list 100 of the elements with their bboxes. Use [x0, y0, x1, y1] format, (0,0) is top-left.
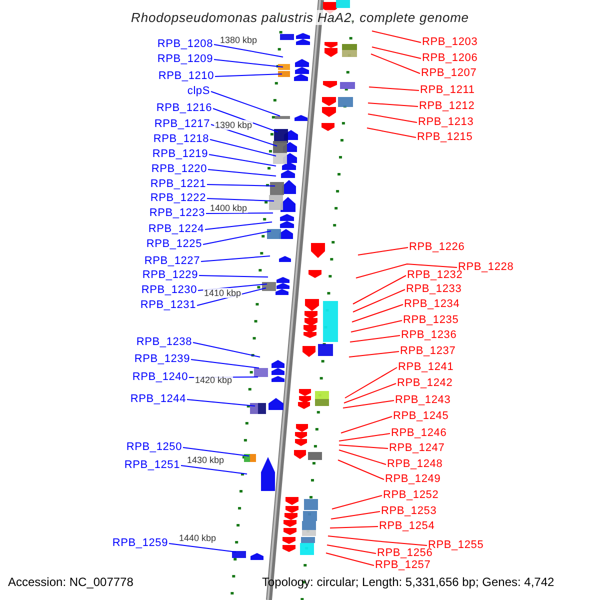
- leader-line: [206, 184, 276, 186]
- gene-label: RPB_1212: [419, 100, 475, 113]
- position-marker-label: 1440 kbp: [178, 533, 218, 543]
- gene-label: RPB_1251: [124, 459, 180, 472]
- gene-label: RPB_1215: [417, 131, 473, 144]
- gene-label: RPB_1211: [420, 84, 475, 97]
- leader-line: [182, 447, 250, 456]
- leader-line: [330, 511, 380, 520]
- leader-line: [338, 444, 388, 449]
- leader-line: [372, 46, 422, 59]
- footer-text: Accession: NC_007778: [8, 575, 134, 589]
- leader-line: [338, 460, 384, 480]
- gene-label: RPB_1229: [142, 269, 198, 282]
- gene-label: RPB_1230: [141, 284, 197, 297]
- gene-label: RPB_1249: [385, 473, 441, 486]
- gene-label: RPB_1225: [146, 238, 202, 251]
- gene-label: RPB_1216: [156, 102, 212, 115]
- position-marker-label: 1390 kbp: [214, 120, 254, 130]
- leader-line: [358, 247, 408, 256]
- leader-line: [190, 359, 260, 368]
- leader-line: [210, 91, 280, 116]
- leader-line: [326, 544, 376, 554]
- leader-line: [348, 351, 400, 358]
- gene-label: RPB_1235: [403, 314, 459, 327]
- gene-label: RPB_1219: [152, 148, 208, 161]
- leader-line: [202, 230, 272, 245]
- gene-label: RPB_1254: [379, 520, 435, 533]
- leader-line: [210, 139, 276, 156]
- leader-line: [198, 275, 268, 278]
- leader-line: [342, 400, 394, 408]
- gene-label: RPB_1217: [154, 118, 210, 131]
- gene-label: RPB_1244: [130, 393, 186, 406]
- leader-line: [214, 74, 282, 77]
- gene-label: RPB_1237: [400, 345, 456, 358]
- position-marker-label: 1410 kbp: [203, 288, 242, 298]
- leader-line: [330, 526, 378, 528]
- gene-label: RPB_1226: [409, 241, 465, 254]
- leader-line: [344, 383, 396, 404]
- leader-line: [186, 399, 256, 406]
- leader-line: [352, 289, 406, 312]
- gene-label: RPB_1240: [132, 371, 188, 384]
- leader-line: [338, 450, 386, 465]
- gene-label: RPB_1222: [150, 192, 206, 205]
- gene-label: RPB_1256: [377, 547, 433, 560]
- gene-label: RPB_1241: [398, 361, 454, 374]
- position-marker-label: 1430 kbp: [186, 455, 226, 465]
- leader-line: [352, 275, 406, 304]
- gene-label: RPB_1220: [151, 163, 207, 176]
- gene-label: RPB_1236: [401, 329, 457, 342]
- leader-line: [352, 304, 404, 322]
- gene-label: RPB_1242: [397, 377, 453, 390]
- leader-line: [368, 114, 418, 123]
- leader-line: [200, 256, 270, 262]
- leader-line: [370, 54, 420, 74]
- leader-line: [208, 169, 276, 176]
- leader-line: [340, 416, 392, 434]
- gene-label: RPB_1246: [391, 427, 447, 440]
- leader-line: [350, 320, 402, 332]
- leader-line: [350, 335, 400, 342]
- leader-line: [326, 552, 374, 566]
- leader-line: [206, 198, 274, 202]
- position-marker-label: 1380 kbp: [219, 35, 258, 45]
- gene-label: clpS: [187, 85, 210, 98]
- leader-line: [368, 86, 420, 91]
- leader-line: [328, 536, 428, 546]
- position-marker-label: 1420 kbp: [194, 375, 234, 385]
- leader-line: [368, 102, 418, 107]
- leader-line: [214, 44, 284, 58]
- gene-label: RPB_1257: [375, 559, 431, 572]
- gene-label: RPB_1252: [383, 489, 439, 502]
- gene-label: RPB_1238: [136, 336, 192, 349]
- gene-label: RPB_1259: [112, 537, 168, 550]
- footer-text: Topology: circular; Length: 5,331,656 bp; Genes: 4,742: [262, 575, 554, 589]
- gene-label: RPB_1213: [418, 116, 474, 129]
- gene-label: RPB_1223: [149, 207, 205, 220]
- leader-line: [192, 342, 260, 358]
- leader-line: [338, 433, 390, 442]
- gene-label: RPB_1210: [158, 70, 214, 83]
- gene-label: RPB_1218: [153, 133, 209, 146]
- leader-line: [208, 154, 276, 166]
- leader-line: [180, 465, 248, 474]
- gene-label: RPB_1203: [422, 36, 478, 49]
- gene-label: RPB_1248: [387, 458, 443, 471]
- gene-label: RPB_1233: [406, 283, 462, 296]
- leader-line: [212, 108, 278, 132]
- gene-label: RPB_1231: [140, 299, 196, 312]
- gene-label: RPB_1243: [395, 394, 451, 407]
- diagram-title: Rhodopseudomonas palustris HaA2, complete genome: [131, 10, 469, 25]
- gene-label: RPB_1247: [389, 442, 445, 455]
- leader-line: [204, 222, 272, 230]
- leader-line: [356, 264, 458, 278]
- gene-label: RPB_1234: [404, 298, 460, 311]
- gene-label: RPB_1239: [134, 353, 190, 366]
- gene-label: RPB_1224: [148, 223, 204, 236]
- gene-label: RPB_1253: [381, 505, 437, 518]
- leader-line: [366, 128, 416, 138]
- leader-line: [372, 30, 422, 43]
- gene-label: RPB_1245: [393, 410, 449, 423]
- leader-line: [214, 59, 284, 68]
- leader-line: [168, 543, 236, 552]
